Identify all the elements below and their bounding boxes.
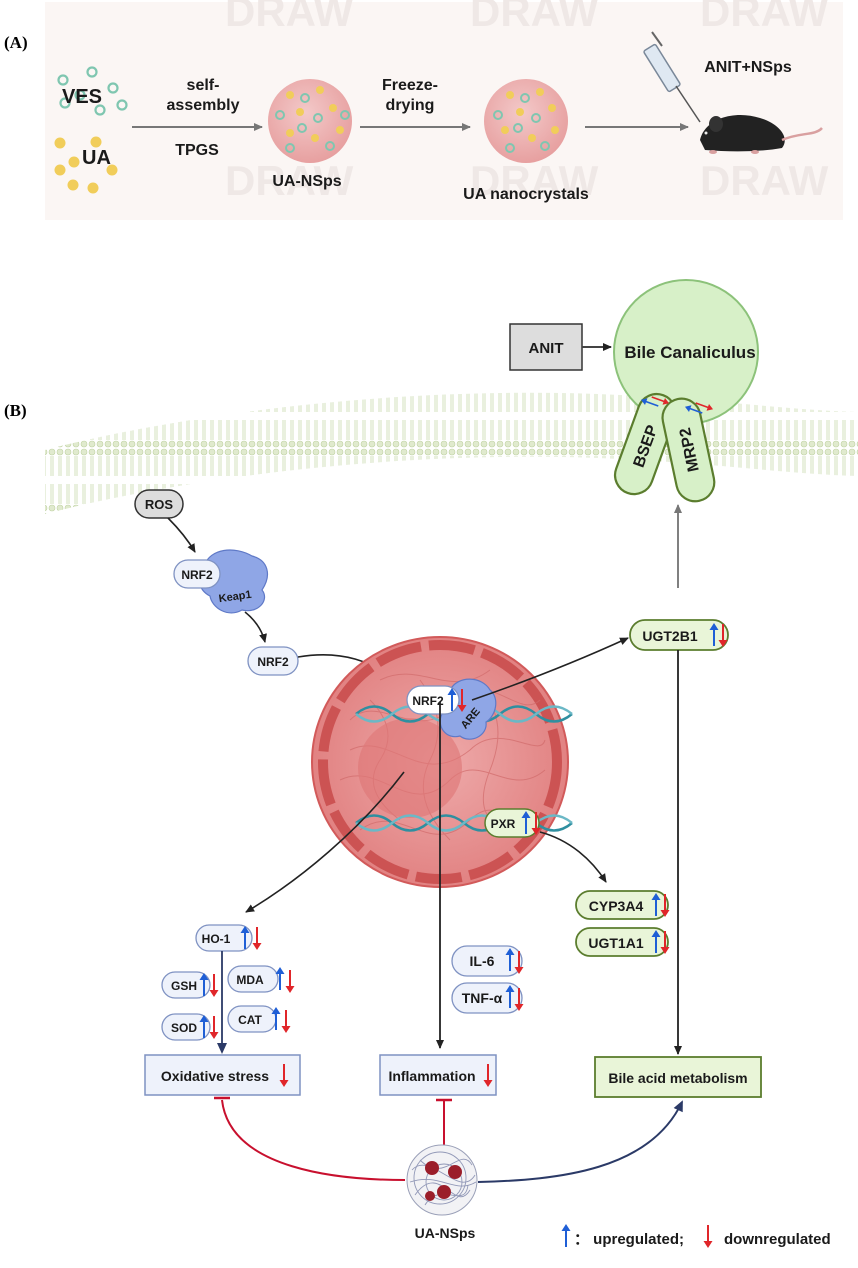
legend-down-arrow — [702, 1224, 714, 1249]
self-assembly-label-line2: assembly — [167, 97, 240, 114]
ros-pill — [134, 489, 184, 519]
ua-nsps-particle — [268, 79, 352, 163]
inflammation-label: Inflammation — [388, 1068, 475, 1084]
legend-up-arrow — [560, 1223, 572, 1248]
cyp3a4-pill — [575, 890, 669, 920]
svg-text:DRAW: DRAW — [225, 0, 354, 35]
panel-a: DRAW DRAW DRAW DRAW DRAW DRAW (A) VES UA… — [4, 0, 843, 220]
nrf2-free-label: NRF2 — [257, 655, 289, 669]
panel-a-background — [45, 2, 843, 220]
cat-label: CAT — [238, 1013, 262, 1027]
tpgs-label: TPGS — [175, 142, 219, 159]
legend: ： upregulated; downregulated — [560, 1223, 831, 1249]
ua-nsps-nanoparticle-icon — [406, 1144, 478, 1216]
legend-down-label: downregulated — [724, 1231, 831, 1248]
nrf2-to-ho1-arrow — [245, 771, 405, 913]
ugt2b1-label: UGT2B1 — [642, 628, 697, 644]
ho1-label: HO-1 — [202, 932, 231, 946]
watermark: DRAW DRAW DRAW DRAW DRAW DRAW — [225, 0, 829, 204]
ua-particles — [54, 136, 118, 194]
nrf2-keap1-label: NRF2 — [181, 568, 213, 582]
anit-label: ANIT — [529, 340, 564, 357]
il6-pill — [451, 945, 523, 977]
mda-label: MDA — [236, 973, 264, 987]
panel-b-label: (B) — [4, 401, 27, 420]
mda-pill — [227, 965, 279, 993]
sod-pill — [161, 1013, 211, 1041]
pxr-label: PXR — [491, 817, 516, 831]
self-assembly-label-line1: self- — [187, 77, 220, 94]
freeze-drying-label-line2: drying — [386, 97, 435, 114]
inflammation-box — [379, 1054, 497, 1096]
mda-down-arrow — [284, 969, 296, 994]
mrp2-transporter: MRP2 — [661, 397, 716, 503]
legend-up-label: ： upregulated; — [574, 1231, 684, 1248]
nucleolus — [358, 718, 462, 818]
nrf2-free-pill — [247, 646, 299, 676]
bsep-transporter: BSEP — [613, 392, 677, 496]
freeze-drying-label-line1: Freeze- — [382, 77, 438, 94]
are-to-ugt2b1-arrow — [471, 637, 629, 701]
ua-nsps-label: UA-NSps — [272, 173, 341, 190]
anit-nsps-label: ANIT+NSps — [704, 59, 792, 76]
ugt1a1-label: UGT1A1 — [588, 935, 643, 951]
gsh-down-arrow — [208, 973, 220, 998]
oxidative-stress-label: Oxidative stress — [161, 1068, 269, 1084]
syringe-icon — [643, 31, 701, 123]
bile-acid-metabolism-label: Bile acid metabolism — [608, 1070, 747, 1086]
ves-particles — [57, 66, 128, 116]
sod-down-arrow — [208, 1015, 220, 1040]
ua-nanocrystal-particle — [484, 79, 568, 163]
ua-label: UA — [82, 147, 111, 169]
ua-nsps-bottom-label: UA-NSps — [415, 1225, 476, 1241]
tnfa-label: TNF-α — [462, 990, 503, 1006]
keap1-release-arrow — [244, 611, 267, 643]
promote-bile-acid-line — [477, 1100, 683, 1183]
panel-a-label: (A) — [4, 33, 28, 52]
svg-text:DRAW: DRAW — [470, 157, 599, 204]
nrf2-keap1-pill — [173, 559, 221, 589]
ugt1a1-pill — [575, 927, 669, 957]
ugt2b1-pill — [629, 619, 729, 651]
nrf2-nucleus-label: NRF2 — [412, 694, 444, 708]
ho1-pill — [195, 924, 253, 952]
ves-label: VES — [62, 86, 102, 108]
tnfa-pill — [451, 982, 523, 1014]
bile-acid-metabolism-box — [594, 1056, 762, 1098]
il6-label: IL-6 — [470, 953, 495, 969]
svg-text:DRAW: DRAW — [225, 157, 354, 204]
pxr-to-cyp3a4-arrow — [539, 831, 607, 883]
svg-text:DRAW: DRAW — [700, 157, 829, 204]
ua-nanocrystals-label: UA nanocrystals — [463, 186, 589, 203]
inhibit-oxidative-line — [221, 1099, 406, 1181]
keap1-label: Keap1 — [218, 589, 252, 605]
cat-down-arrow — [280, 1009, 292, 1034]
ros-label: ROS — [145, 497, 174, 512]
mouse-icon — [700, 114, 823, 154]
oxidative-stress-box — [144, 1054, 301, 1096]
ros-arrow — [167, 517, 196, 553]
nrf2-nucleus-pill — [406, 685, 460, 715]
cyp3a4-label: CYP3A4 — [589, 898, 644, 914]
sod-label: SOD — [171, 1021, 197, 1035]
svg-text:DRAW: DRAW — [470, 0, 599, 35]
gsh-pill — [161, 971, 211, 999]
svg-text:DRAW: DRAW — [700, 0, 829, 35]
bile-canaliculus-label: Bile Canaliculus — [624, 343, 755, 362]
gsh-label: GSH — [171, 979, 197, 993]
ho1-down-arrow — [251, 926, 263, 951]
